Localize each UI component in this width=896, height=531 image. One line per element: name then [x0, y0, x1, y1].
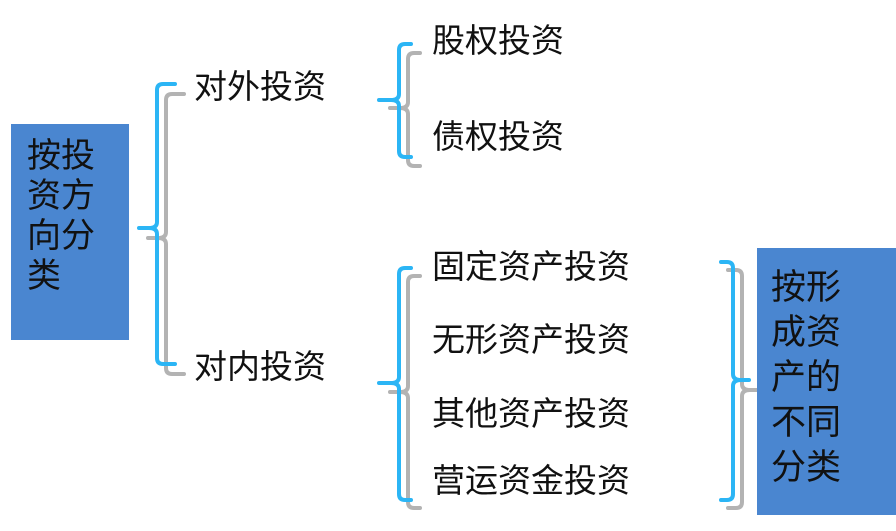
equity-investment-label: 股权投资: [432, 21, 564, 60]
brace-right-grey: [726, 268, 760, 510]
box-line: 按投: [27, 136, 95, 176]
brace-main-blue: [137, 82, 177, 366]
brace-internal-blue: [377, 266, 413, 502]
box-line: 类: [27, 256, 61, 296]
debt-investment-label: 债权投资: [432, 117, 564, 156]
other-asset-investment-label: 其他资产投资: [432, 394, 630, 433]
intangible-asset-investment-label: 无形资产投资: [432, 320, 630, 359]
external-investment-label: 对外投资: [194, 67, 326, 106]
brace-external-grey: [388, 51, 422, 168]
brace-external-blue: [377, 42, 413, 159]
brace-internal-grey: [388, 274, 422, 510]
box-line: 向分: [27, 216, 95, 256]
box-line: 资方: [27, 176, 95, 216]
box-line: 分类: [771, 448, 842, 488]
brace-main-grey: [146, 92, 186, 376]
box-line: 产的: [771, 358, 842, 398]
fixed-asset-investment-label: 固定资产投资: [432, 247, 630, 286]
working-capital-investment-label: 营运资金投资: [432, 461, 630, 500]
right-category-box: 按形 成资 产的 不同 分类: [757, 248, 896, 515]
left-category-box: 按投 资方 向分 类: [11, 124, 129, 340]
box-line: 按形: [771, 268, 842, 308]
internal-investment-label: 对内投资: [194, 347, 326, 386]
brace-right-blue: [719, 260, 751, 502]
box-line: 成资: [771, 313, 842, 353]
box-line: 不同: [771, 403, 842, 443]
